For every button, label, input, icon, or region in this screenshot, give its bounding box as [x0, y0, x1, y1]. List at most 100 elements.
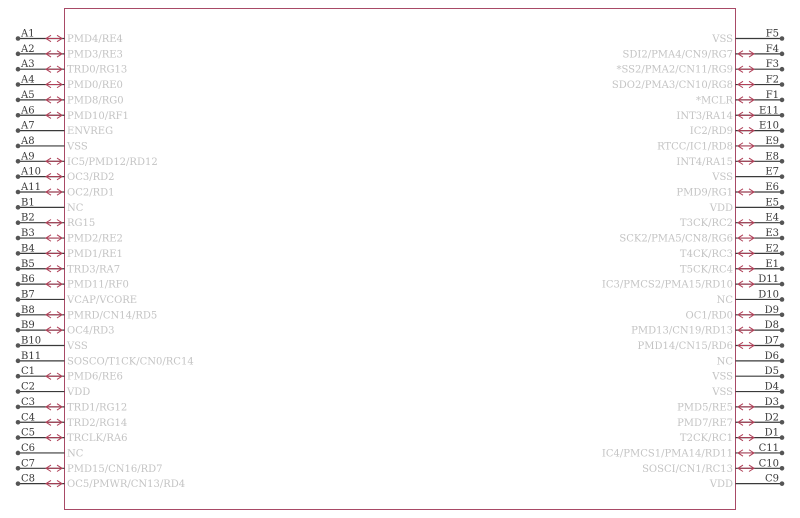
pin-number: A11: [20, 182, 41, 193]
pin-number: B10: [21, 336, 41, 347]
pin-endpoint: [779, 82, 785, 87]
pin-endpoint: [779, 481, 785, 486]
pin-endpoint: [15, 36, 21, 41]
pin-name: PMD2/RE2: [67, 234, 123, 245]
pin-number: C10: [759, 458, 779, 469]
pin-endpoint: [15, 82, 21, 87]
pin-name: RTCC/IC1/RD8: [657, 141, 733, 152]
pin-number: C7: [21, 458, 35, 469]
pin-endpoint: [779, 159, 785, 164]
pin-number: D7: [765, 336, 779, 347]
pin-name: INT3/RA14: [676, 111, 733, 122]
pin-endpoint: [779, 404, 785, 410]
pin-endpoint: [779, 450, 785, 456]
bidirectional-arrow-icon: [737, 219, 755, 227]
pin-number: E10: [759, 121, 779, 132]
pin-number: A9: [20, 151, 35, 162]
pin-endpoint: [779, 297, 785, 302]
bidirectional-arrow-icon: [45, 372, 63, 380]
pin-endpoint: [15, 128, 21, 133]
pin-endpoint: [779, 466, 785, 471]
pin-endpoint: [15, 312, 21, 318]
bidirectional-arrow-icon: [737, 188, 755, 196]
bidirectional-arrow-icon: [45, 111, 63, 119]
bidirectional-arrow-icon: [45, 280, 63, 288]
pin-endpoint: [779, 419, 785, 425]
pin-endpoint: [15, 481, 21, 486]
bidirectional-arrow-icon: [737, 311, 755, 319]
pin-number: E7: [765, 167, 779, 178]
pin-F1: F1*MCLR: [696, 90, 785, 106]
pin-endpoint: [779, 358, 785, 364]
bidirectional-arrow-icon: [45, 96, 63, 104]
pin-endpoint: [15, 358, 21, 364]
pin-endpoint: [15, 51, 21, 57]
pin-name: PMD15/CN16/RD7: [67, 464, 162, 475]
pin-name: T2CK/RC1: [680, 433, 733, 444]
pin-B10: B10 VSS: [15, 336, 88, 352]
pin-number: A7: [20, 121, 35, 132]
pin-name: VSS: [66, 341, 88, 352]
pin-number: B7: [21, 289, 35, 300]
bidirectional-arrow-icon: [45, 188, 63, 196]
pin-number: D11: [758, 274, 779, 285]
pin-number: A2: [20, 44, 35, 55]
pin-name: NC: [717, 356, 734, 367]
pin-name: OC3/RD2: [67, 172, 115, 183]
pin-endpoint: [15, 281, 21, 287]
pin-endpoint: [779, 251, 785, 256]
bidirectional-arrow-icon: [737, 234, 755, 242]
pin-number: E4: [765, 213, 779, 224]
pin-number: B2: [21, 213, 35, 224]
pin-endpoint: [15, 297, 21, 302]
pin-name: VDD: [709, 479, 733, 490]
pin-number: B8: [21, 305, 35, 316]
pin-name: TRD0/RG13: [67, 65, 127, 76]
pin-number: E1: [765, 259, 779, 270]
bidirectional-arrow-icon: [45, 249, 63, 258]
bidirectional-arrow-icon: [737, 265, 755, 273]
bidirectional-arrow-icon: [45, 418, 63, 426]
pin-endpoint: [779, 174, 785, 179]
pin-name: TRD1/RG12: [67, 402, 127, 413]
pin-number: F1: [766, 90, 779, 101]
pin-number: F4: [766, 44, 779, 55]
pin-endpoint: [779, 435, 785, 440]
bidirectional-arrow-icon: [737, 326, 755, 334]
pin-endpoint: [779, 112, 785, 118]
pin-number: A6: [20, 105, 35, 116]
bidirectional-arrow-icon: [45, 234, 63, 242]
bidirectional-arrow-icon: [737, 142, 755, 150]
pin-name: VSS: [711, 34, 733, 45]
pin-endpoint: [15, 435, 21, 440]
pin-number: E8: [765, 151, 779, 162]
pin-endpoint: [779, 327, 785, 333]
pin-endpoint: [15, 235, 21, 241]
bidirectional-arrow-icon: [45, 480, 63, 488]
pin-name: NC: [67, 203, 84, 214]
pin-name: PMD9/RG1: [676, 188, 733, 199]
pin-endpoint: [779, 51, 785, 57]
pin-name: PMD13/CN19/RD13: [631, 326, 733, 337]
pin-number: C8: [21, 474, 35, 485]
pin-number: F3: [766, 59, 779, 70]
pin-number: C9: [765, 474, 779, 485]
